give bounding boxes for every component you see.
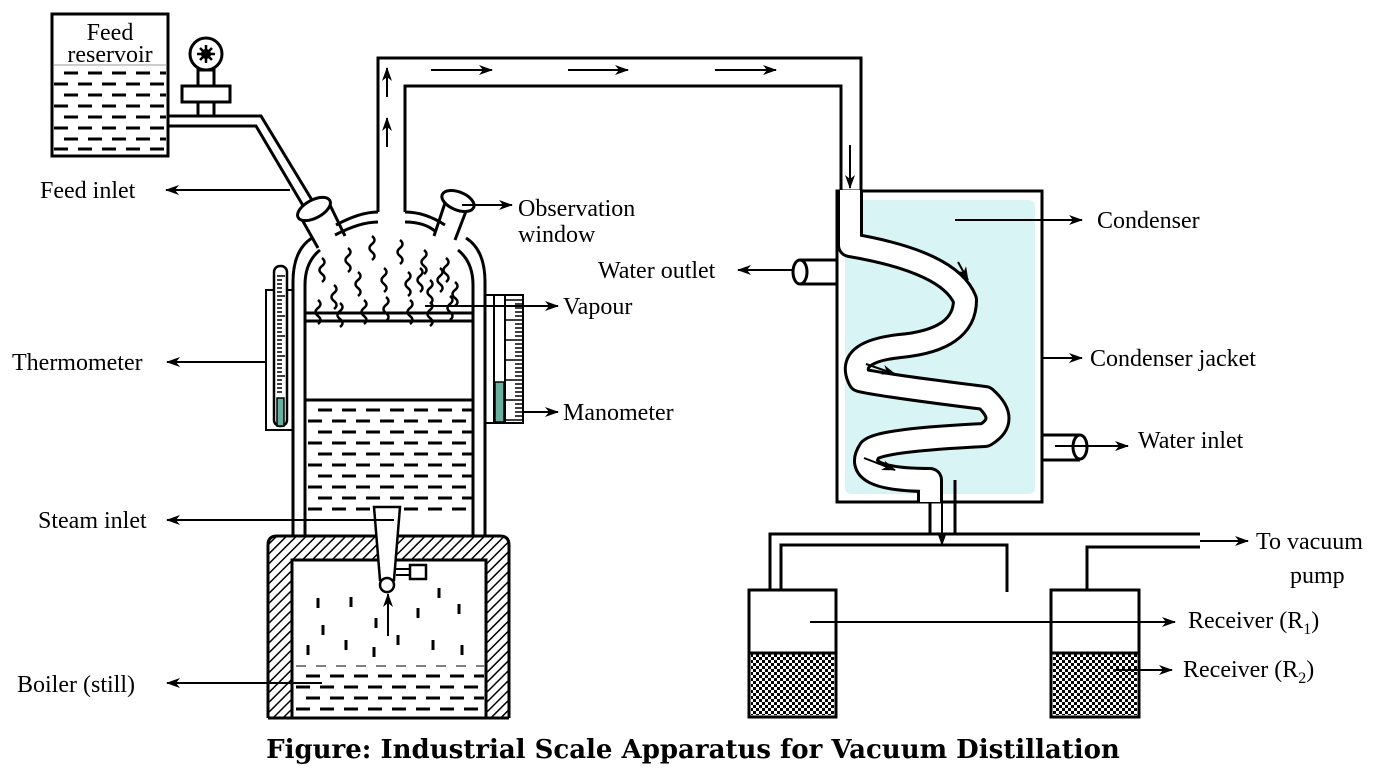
vapour-wisp bbox=[420, 249, 428, 275]
feed-reservoir: Feed reservoir bbox=[50, 12, 170, 158]
vacuum-manifold bbox=[768, 532, 1200, 592]
vacuum-pump-label-1: To vacuum bbox=[1256, 529, 1363, 555]
column-liquid bbox=[308, 408, 472, 511]
vapour-wisp bbox=[396, 239, 404, 265]
thermometer-scale bbox=[277, 275, 285, 393]
thermometer-fluid bbox=[276, 397, 285, 427]
vapour-wisp bbox=[442, 257, 450, 283]
vapour-wisp bbox=[436, 267, 444, 293]
steam-bubbles bbox=[306, 588, 464, 657]
boiler-water bbox=[296, 674, 484, 711]
label-leaders bbox=[165, 185, 1249, 688]
manometer-fluid bbox=[494, 381, 505, 423]
receiver-r2 bbox=[1049, 588, 1141, 719]
vapour-wisp bbox=[314, 299, 322, 325]
receiver-r2-distillate bbox=[1053, 653, 1137, 715]
vapour-wisp bbox=[380, 267, 388, 293]
observation-window-label-1: Observation bbox=[518, 196, 635, 222]
flow-arrow bbox=[863, 457, 896, 471]
receiver-r2-label: Receiver (R2) bbox=[1183, 657, 1314, 687]
vapour-wisp bbox=[354, 271, 362, 297]
thermometer bbox=[265, 264, 294, 431]
manometer-scale bbox=[506, 299, 522, 421]
flow-arrow bbox=[957, 261, 969, 281]
vapour-wisp bbox=[360, 299, 368, 325]
receiver-r1-label: Receiver (R1) bbox=[1188, 608, 1319, 638]
observation-window-label-2: window bbox=[518, 222, 596, 248]
vacuum-pump-label-2: pump bbox=[1290, 563, 1345, 589]
water-inlet-nozzle bbox=[1042, 433, 1089, 462]
distillation-column bbox=[291, 210, 487, 535]
feed-reservoir-label-2: reservoir bbox=[67, 42, 152, 68]
vapour-squiggles bbox=[314, 235, 459, 328]
vapour-wisp bbox=[451, 281, 459, 307]
vapour-wisp bbox=[330, 284, 338, 310]
vapour-wisp bbox=[446, 295, 454, 321]
boiler-label: Boiler (still) bbox=[17, 672, 135, 698]
water-outlet-label: Water outlet bbox=[598, 258, 716, 284]
vapour-wisp bbox=[344, 247, 352, 273]
feed-inlet-label: Feed inlet bbox=[40, 178, 136, 204]
feed-liquid bbox=[54, 71, 166, 151]
vapour-wisp bbox=[406, 299, 414, 325]
vapour-wisp bbox=[336, 302, 344, 328]
receiver-r1 bbox=[747, 588, 838, 719]
steam-inlet-label: Steam inlet bbox=[38, 508, 147, 534]
flow-arrow bbox=[865, 363, 896, 375]
feed-inlet-nozzle bbox=[296, 195, 347, 249]
feed-valve[interactable] bbox=[180, 36, 232, 118]
vapour-pipe bbox=[376, 56, 863, 212]
condenser bbox=[835, 189, 1044, 546]
vapour-wisp bbox=[382, 296, 390, 322]
observation-window bbox=[432, 189, 476, 241]
condenser-label: Condenser bbox=[1097, 208, 1200, 234]
vapour-wisp bbox=[368, 235, 376, 261]
thermometer-label: Thermometer bbox=[12, 350, 143, 376]
vapour-wisp bbox=[416, 267, 424, 293]
vapour-wisp bbox=[318, 257, 326, 283]
condenser-jacket-label: Condenser jacket bbox=[1090, 346, 1256, 372]
feed-reservoir-label-1: Feed bbox=[87, 20, 134, 46]
steam-inlet-pipe bbox=[372, 505, 428, 636]
valve-wheel-icon bbox=[197, 45, 215, 63]
vapour-wisp bbox=[404, 271, 412, 297]
feed-pipe bbox=[168, 114, 320, 215]
water-inlet-label: Water inlet bbox=[1138, 428, 1244, 454]
figure-caption: Figure: Industrial Scale Apparatus for V… bbox=[266, 735, 1120, 765]
receiver-r1-distillate bbox=[751, 653, 834, 715]
vapour-wisp bbox=[426, 279, 434, 305]
manometer bbox=[484, 294, 524, 424]
vapour-label: Vapour bbox=[563, 294, 632, 320]
water-outlet-nozzle bbox=[791, 258, 837, 286]
manometer-label: Manometer bbox=[563, 400, 674, 426]
